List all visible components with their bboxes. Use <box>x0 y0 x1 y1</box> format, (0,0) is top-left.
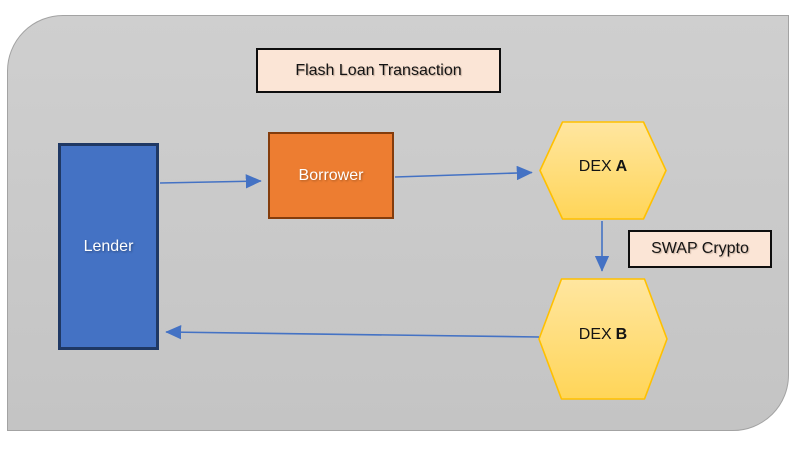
swap-crypto-label: SWAP Crypto <box>651 240 749 257</box>
node-lender-label: Lender <box>83 237 134 255</box>
edge-label-swap-crypto: SWAP Crypto <box>628 230 772 268</box>
dex-a-label-prefix: DEX <box>578 157 612 175</box>
diagram-title-label: Flash Loan Transaction <box>295 61 462 79</box>
hexagon-shape-b <box>538 278 668 400</box>
dex-b-label-bold: B <box>615 326 628 343</box>
diagram-title-box: Flash Loan Transaction <box>256 48 501 93</box>
dex-b-label-prefix: DEX <box>578 326 612 343</box>
hexagon-shape-a <box>539 121 667 220</box>
dex-a-label-bold: A <box>615 157 628 175</box>
node-borrower: Borrower <box>268 132 394 219</box>
node-lender: Lender <box>58 143 159 350</box>
node-borrower-label: Borrower <box>298 166 364 184</box>
